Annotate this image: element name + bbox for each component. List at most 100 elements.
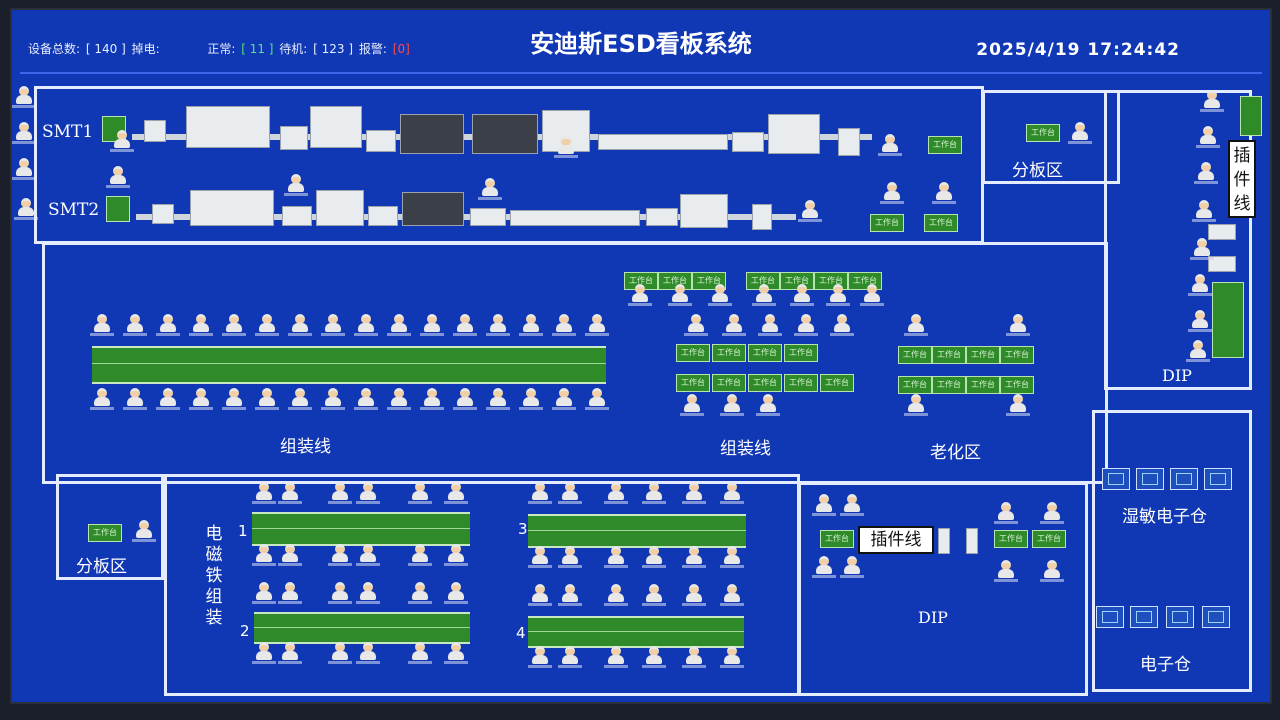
cabinet-icon[interactable] <box>1170 468 1198 490</box>
worker-icon[interactable] <box>880 182 904 204</box>
worker-icon[interactable] <box>90 314 114 336</box>
worker-icon[interactable] <box>790 284 814 306</box>
worker-icon[interactable] <box>328 482 352 504</box>
worker-icon[interactable] <box>354 388 378 410</box>
worker-icon[interactable] <box>720 482 744 504</box>
workbench[interactable]: 工作台 <box>820 374 854 392</box>
worker-icon[interactable] <box>444 642 468 664</box>
worker-icon[interactable] <box>321 314 345 336</box>
assembly-bench[interactable] <box>92 346 606 384</box>
worker-icon[interactable] <box>528 646 552 668</box>
worker-icon[interactable] <box>1006 314 1030 336</box>
cabinet-icon[interactable] <box>1096 606 1124 628</box>
worker-icon[interactable] <box>252 482 276 504</box>
worker-icon[interactable] <box>132 520 156 542</box>
worker-icon[interactable] <box>604 584 628 606</box>
workbench[interactable]: 工作台 <box>898 376 932 394</box>
workbench[interactable]: 工作台 <box>712 374 746 392</box>
worker-icon[interactable] <box>321 388 345 410</box>
worker-icon[interactable] <box>1194 162 1218 184</box>
worker-icon[interactable] <box>708 284 732 306</box>
worker-icon[interactable] <box>994 560 1018 582</box>
worker-icon[interactable] <box>554 136 578 158</box>
worker-icon[interactable] <box>1040 560 1064 582</box>
worker-icon[interactable] <box>812 494 836 516</box>
worker-icon[interactable] <box>356 582 380 604</box>
machine[interactable] <box>680 194 728 228</box>
worker-icon[interactable] <box>642 646 666 668</box>
magnet-bench-2[interactable] <box>254 612 470 644</box>
worker-icon[interactable] <box>682 584 706 606</box>
machine[interactable] <box>598 134 728 150</box>
worker-icon[interactable] <box>222 314 246 336</box>
workbench[interactable]: 工作台 <box>784 374 818 392</box>
worker-icon[interactable] <box>812 556 836 578</box>
worker-icon[interactable] <box>356 642 380 664</box>
worker-icon[interactable] <box>752 284 776 306</box>
workbench[interactable]: 工作台 <box>88 524 122 542</box>
worker-icon[interactable] <box>932 182 956 204</box>
cabinet-icon[interactable] <box>1130 606 1158 628</box>
worker-icon[interactable] <box>642 482 666 504</box>
worker-icon[interactable] <box>328 544 352 566</box>
worker-icon[interactable] <box>278 544 302 566</box>
worker-icon[interactable] <box>278 482 302 504</box>
worker-icon[interactable] <box>528 584 552 606</box>
worker-icon[interactable] <box>528 482 552 504</box>
workbench[interactable]: 工作台 <box>928 136 962 154</box>
workbench[interactable]: 工作台 <box>1000 346 1034 364</box>
workbench[interactable]: 工作台 <box>820 530 854 548</box>
worker-icon[interactable] <box>558 546 582 568</box>
worker-icon[interactable] <box>794 314 818 336</box>
worker-icon[interactable] <box>106 166 130 188</box>
machine[interactable] <box>1208 224 1236 240</box>
worker-icon[interactable] <box>478 178 502 200</box>
worker-icon[interactable] <box>682 646 706 668</box>
cabinet-icon[interactable] <box>1136 468 1164 490</box>
workbench[interactable]: 工作台 <box>1026 124 1060 142</box>
workbench[interactable] <box>1212 282 1244 358</box>
worker-icon[interactable] <box>90 388 114 410</box>
worker-icon[interactable] <box>758 314 782 336</box>
worker-icon[interactable] <box>408 482 432 504</box>
workbench[interactable]: 工作台 <box>924 214 958 232</box>
worker-icon[interactable] <box>189 314 213 336</box>
workbench[interactable]: 工作台 <box>898 346 932 364</box>
worker-icon[interactable] <box>558 646 582 668</box>
worker-icon[interactable] <box>585 388 609 410</box>
machine[interactable] <box>144 120 166 142</box>
worker-icon[interactable] <box>642 584 666 606</box>
worker-icon[interactable] <box>604 646 628 668</box>
magnet-bench-1[interactable] <box>252 512 470 546</box>
worker-icon[interactable] <box>585 314 609 336</box>
worker-icon[interactable] <box>288 314 312 336</box>
workbench[interactable]: 工作台 <box>676 374 710 392</box>
worker-icon[interactable] <box>354 314 378 336</box>
worker-icon[interactable] <box>722 314 746 336</box>
worker-icon[interactable] <box>558 482 582 504</box>
machine[interactable] <box>768 114 820 154</box>
worker-icon[interactable] <box>222 388 246 410</box>
workbench[interactable]: 工作台 <box>1000 376 1034 394</box>
worker-icon[interactable] <box>840 494 864 516</box>
worker-icon[interactable] <box>680 394 704 416</box>
machine[interactable] <box>368 206 398 226</box>
machine[interactable] <box>938 528 950 554</box>
worker-icon[interactable] <box>668 284 692 306</box>
worker-icon[interactable] <box>720 394 744 416</box>
worker-icon[interactable] <box>189 388 213 410</box>
machine[interactable] <box>186 106 270 148</box>
worker-icon[interactable] <box>486 388 510 410</box>
worker-icon[interactable] <box>387 314 411 336</box>
worker-icon[interactable] <box>860 284 884 306</box>
workbench[interactable]: 工作台 <box>748 344 782 362</box>
worker-icon[interactable] <box>14 198 38 220</box>
workbench[interactable]: 工作台 <box>1032 530 1066 548</box>
machine[interactable] <box>366 130 396 152</box>
worker-icon[interactable] <box>1006 394 1030 416</box>
worker-icon[interactable] <box>519 314 543 336</box>
worker-icon[interactable] <box>756 394 780 416</box>
worker-icon[interactable] <box>444 582 468 604</box>
worker-icon[interactable] <box>1196 126 1220 148</box>
worker-icon[interactable] <box>156 388 180 410</box>
